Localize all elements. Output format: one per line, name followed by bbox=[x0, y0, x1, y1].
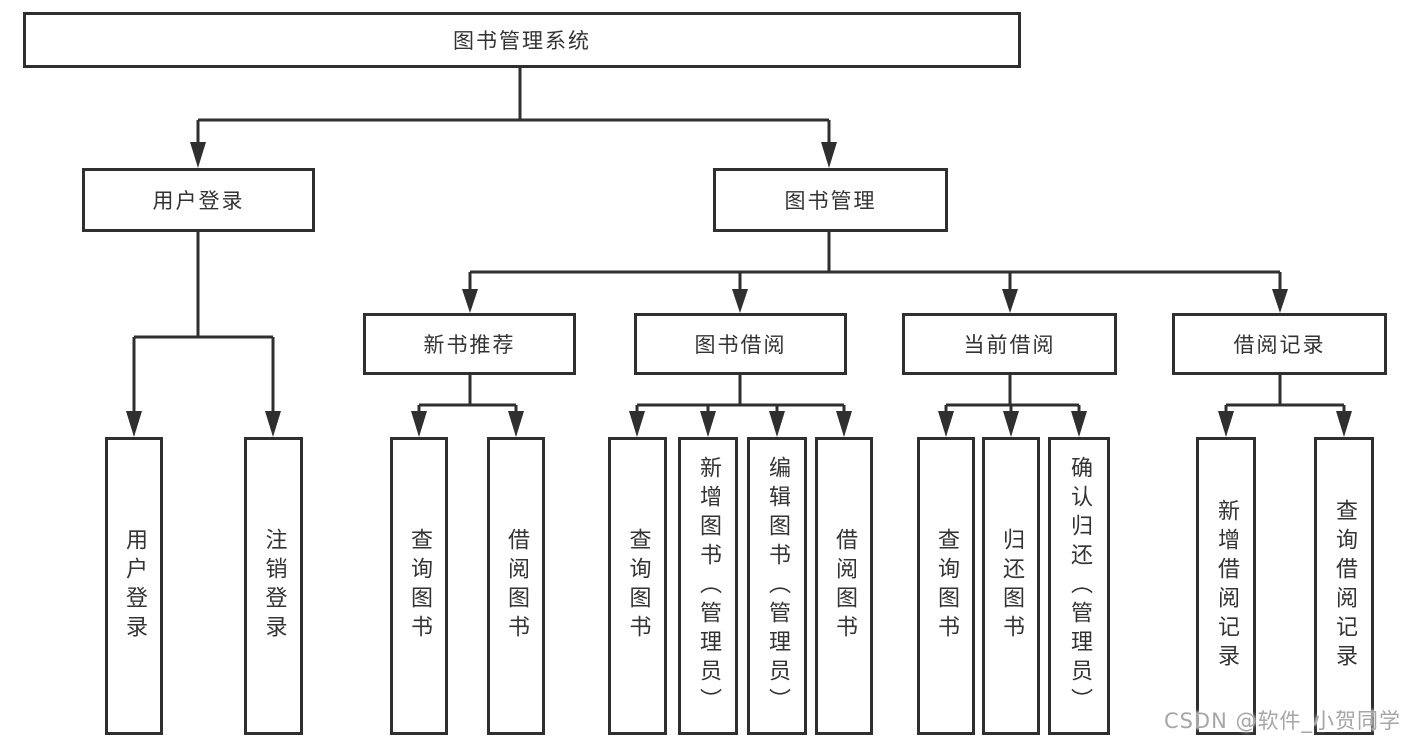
leaf-return-books-label: 归还图书 bbox=[999, 528, 1024, 644]
node-root-system: 图书管理系统 bbox=[23, 12, 1021, 68]
leaf-query-borrow-record: 查询借阅记录 bbox=[1314, 437, 1374, 735]
leaf-add-borrow-record: 新增借阅记录 bbox=[1196, 437, 1256, 735]
leaf-user-login-label: 用户登录 bbox=[122, 528, 147, 644]
leaf-return-books: 归还图书 bbox=[982, 437, 1040, 735]
leaf-borrow-books-label: 借阅图书 bbox=[832, 528, 857, 644]
node-root-system-label: 图书管理系统 bbox=[453, 29, 591, 53]
leaf-borrow-books: 借阅图书 bbox=[815, 437, 873, 735]
leaf-query-books-borrow: 查询图书 bbox=[608, 437, 667, 735]
node-user-login: 用户登录 bbox=[82, 168, 315, 232]
leaf-borrow-books-recommend: 借阅图书 bbox=[487, 437, 545, 735]
node-book-management: 图书管理 bbox=[713, 168, 948, 232]
leaf-add-borrow-record-label: 新增借阅记录 bbox=[1214, 499, 1239, 673]
leaf-confirm-return-admin: 确认归还（管理员） bbox=[1048, 437, 1110, 735]
leaf-edit-books-admin-label: 编辑图书（管理员） bbox=[765, 455, 790, 717]
node-book-borrow-label: 图书借阅 bbox=[694, 333, 787, 357]
leaf-edit-books-admin: 编辑图书（管理员） bbox=[747, 437, 807, 735]
arrowheads bbox=[126, 142, 1352, 437]
leaf-add-books-admin-label: 新增图书（管理员） bbox=[696, 455, 721, 717]
leaf-confirm-return-admin-label: 确认归还（管理员） bbox=[1067, 455, 1092, 717]
node-current-borrow: 当前借阅 bbox=[902, 313, 1117, 375]
node-borrow-record: 借阅记录 bbox=[1172, 313, 1387, 375]
node-user-login-label: 用户登录 bbox=[152, 189, 245, 213]
leaf-query-books-recommend: 查询图书 bbox=[390, 437, 448, 735]
node-current-borrow-label: 当前借阅 bbox=[963, 333, 1056, 357]
leaf-query-books-current: 查询图书 bbox=[917, 437, 975, 735]
node-borrow-record-label: 借阅记录 bbox=[1233, 333, 1326, 357]
node-new-book-recommend-label: 新书推荐 bbox=[423, 333, 516, 357]
leaf-query-borrow-record-label: 查询借阅记录 bbox=[1332, 499, 1357, 673]
node-book-borrow: 图书借阅 bbox=[634, 313, 847, 375]
leaf-add-books-admin: 新增图书（管理员） bbox=[678, 437, 738, 735]
csdn-watermark: CSDN @软件_小贺同学 bbox=[1163, 709, 1401, 733]
leaf-query-books-borrow-label: 查询图书 bbox=[625, 528, 651, 644]
node-new-book-recommend: 新书推荐 bbox=[363, 313, 576, 375]
node-book-management-label: 图书管理 bbox=[784, 189, 877, 213]
leaf-user-login: 用户登录 bbox=[105, 437, 163, 735]
leaf-query-books-current-label: 查询图书 bbox=[934, 528, 959, 644]
leaf-logout: 注销登录 bbox=[244, 437, 303, 735]
leaf-logout-label: 注销登录 bbox=[261, 528, 287, 644]
leaf-borrow-books-recommend-label: 借阅图书 bbox=[504, 528, 529, 644]
leaf-query-books-recommend-label: 查询图书 bbox=[407, 528, 432, 644]
